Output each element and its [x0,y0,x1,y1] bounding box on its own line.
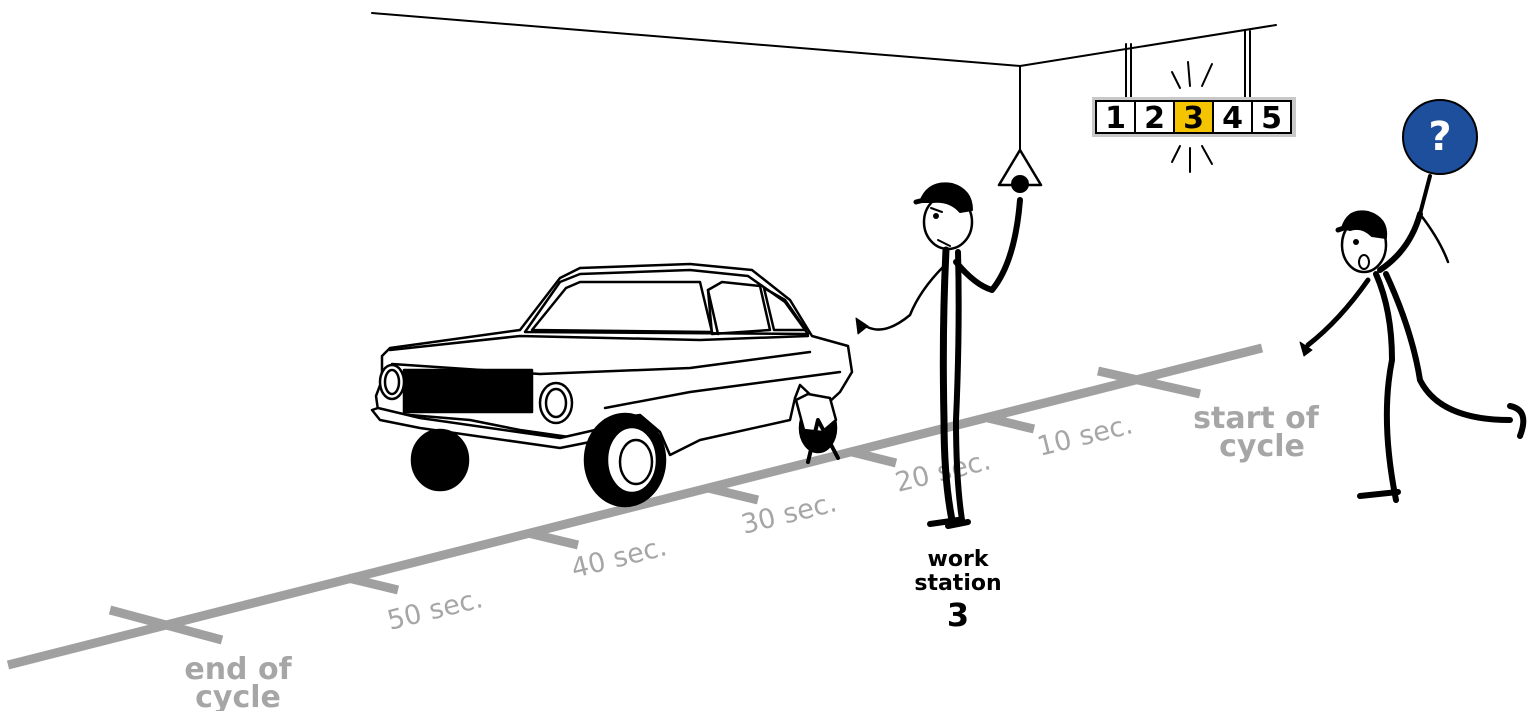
tick-50 [346,573,400,595]
tick-30 [706,483,760,505]
start-cycle-cross [1097,366,1201,399]
svg-text:station: station [914,571,1001,596]
work-station-label: work station 3 [914,547,1001,634]
andon-cell-label: 1 [1105,101,1126,136]
time-label-50: 50 sec. [384,583,486,637]
ceiling [371,12,1277,67]
andon-light-rays [1171,61,1213,173]
svg-text:work: work [928,547,990,572]
car [370,262,854,508]
andon-cell-label: 3 [1183,101,1204,136]
svg-text:start of: start of [1193,401,1320,436]
time-label-10: 10 sec. [1034,409,1136,463]
time-labels: 50 sec. 40 sec. 30 sec. 20 sec. 10 sec. [384,409,1136,637]
tick-10 [986,413,1036,434]
question-sign [1402,99,1478,175]
tick-40 [526,528,580,550]
andon-cell-label: 2 [1144,101,1165,136]
svg-text:cycle: cycle [195,680,281,711]
question-sign-label: ? [1428,114,1451,160]
tick-20 [850,447,898,468]
andon-cell-3 [1173,100,1214,134]
end-of-cycle-label: end of cycle [184,652,292,711]
andon-cell-label: 5 [1261,101,1282,136]
supervisor: ? [1299,99,1527,503]
andon-cell-label: 4 [1222,101,1243,136]
worker-station-3 [855,175,1029,529]
end-cycle-cross [108,605,224,645]
car-stand [806,418,840,464]
assembly-floor-line [6,343,1264,670]
time-label-40: 40 sec. [568,531,670,585]
andon-pull-cord [997,65,1043,187]
svg-text:3: 3 [947,596,969,634]
start-of-cycle-label: start of cycle [1193,401,1320,464]
svg-text:cycle: cycle [1219,429,1305,464]
svg-text:end of: end of [184,652,292,687]
andon-cell-2 [1134,100,1175,134]
andon-cell-1 [1095,100,1136,134]
andon-cell-5 [1251,100,1292,134]
